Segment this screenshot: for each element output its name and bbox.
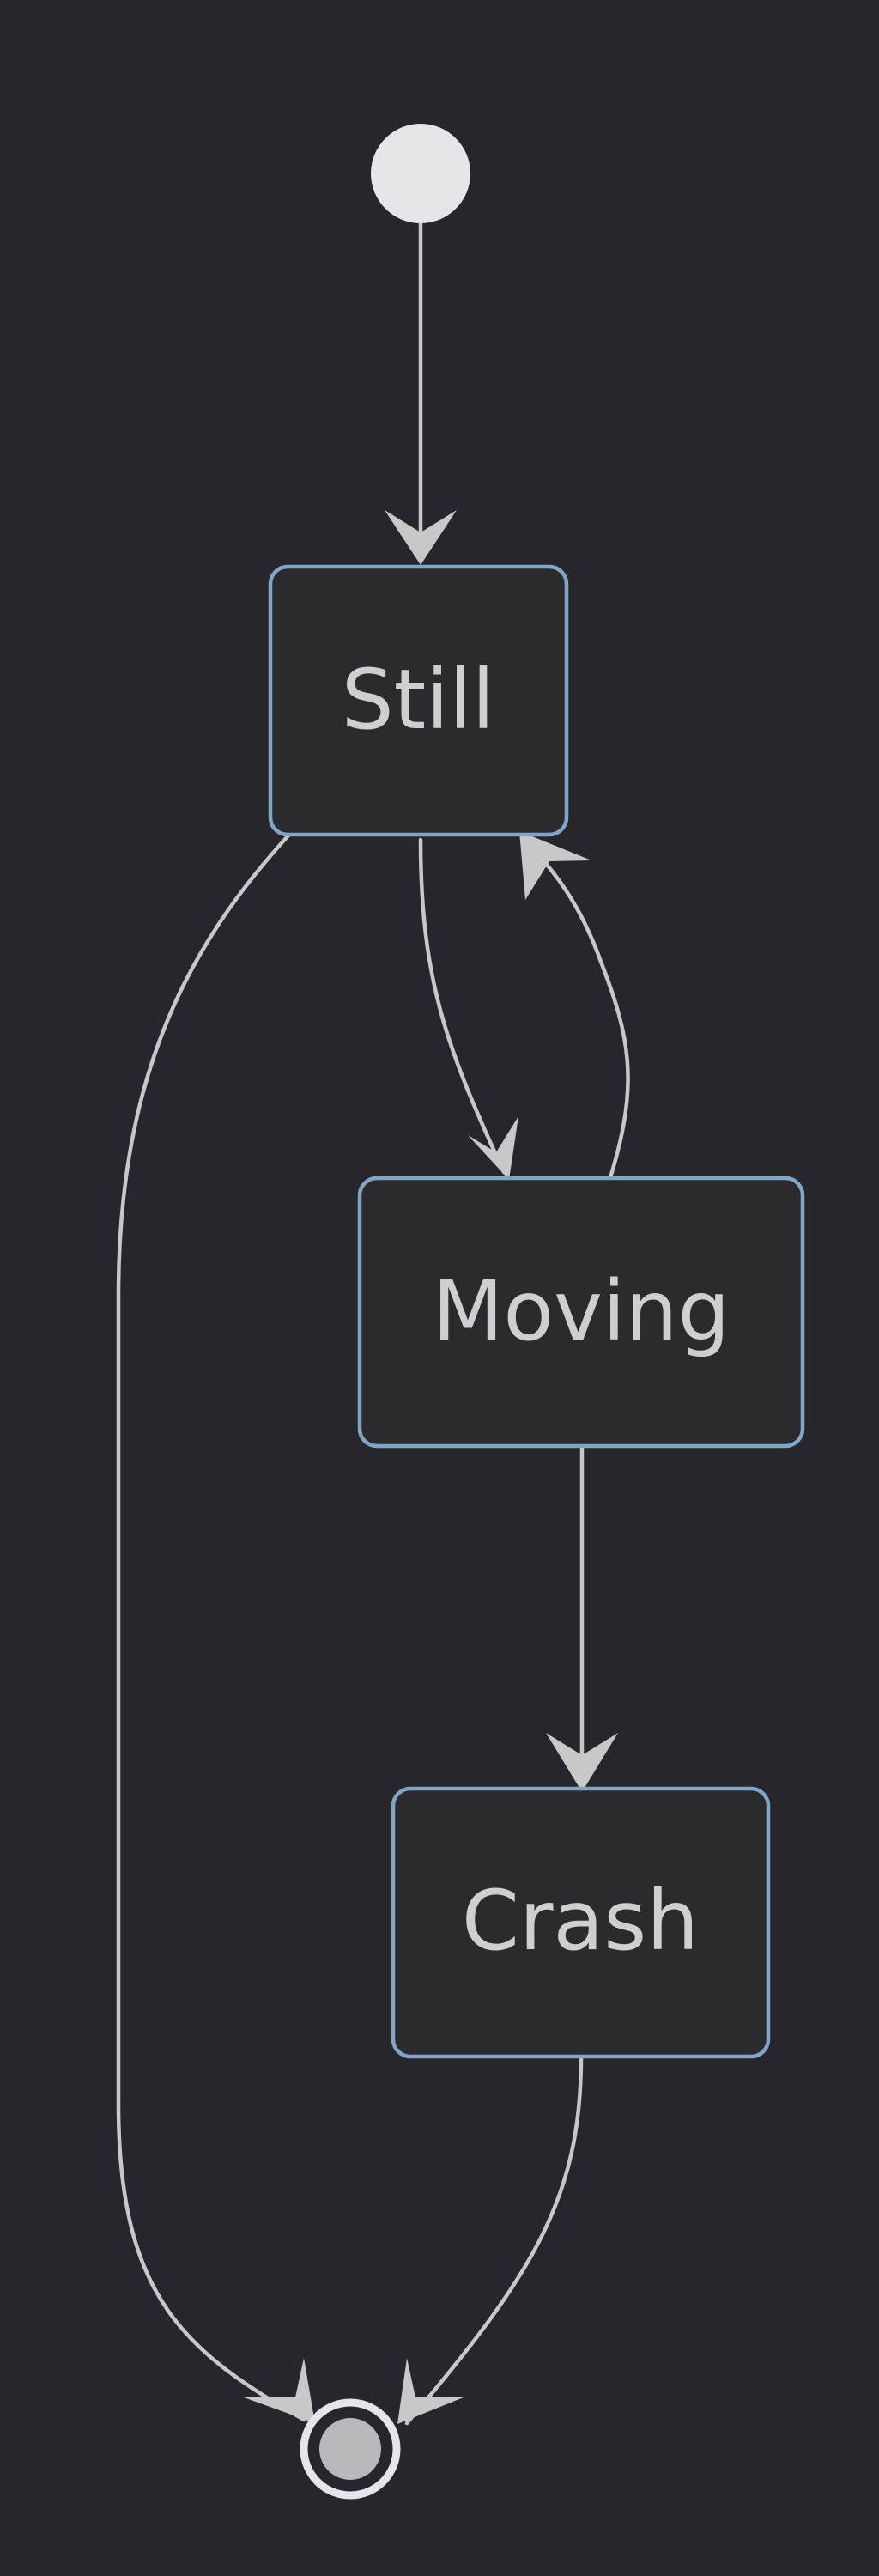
state-still-box (268, 564, 569, 837)
state-crash-label: Crash (462, 1873, 699, 1969)
arrowhead-into-still-from-moving (519, 831, 591, 900)
start-node (371, 124, 470, 223)
state-crash-box (391, 1786, 771, 2059)
arrowhead-into-crash (546, 1733, 618, 1792)
end-node-inner-dot (319, 2418, 381, 2480)
end-node (300, 2398, 401, 2500)
transition-still-to-moving (418, 837, 506, 1175)
transition-crash-to-end (404, 2054, 584, 2426)
arrowhead-into-end-from-still (244, 2358, 315, 2423)
state-still-label: Still (342, 652, 495, 748)
state-moving-box (357, 1176, 805, 1449)
arrowhead-into-moving (468, 1116, 518, 1180)
transition-moving-to-still (524, 839, 630, 1177)
state-crash: Crash (391, 1786, 771, 2059)
state-moving-label: Moving (433, 1263, 730, 1359)
arrowhead-into-end-from-crash (397, 2358, 464, 2424)
arrowhead-into-still (385, 510, 457, 565)
state-moving: Moving (357, 1176, 805, 1449)
state-still: Still (268, 564, 569, 837)
transition-still-to-end (116, 833, 306, 2422)
